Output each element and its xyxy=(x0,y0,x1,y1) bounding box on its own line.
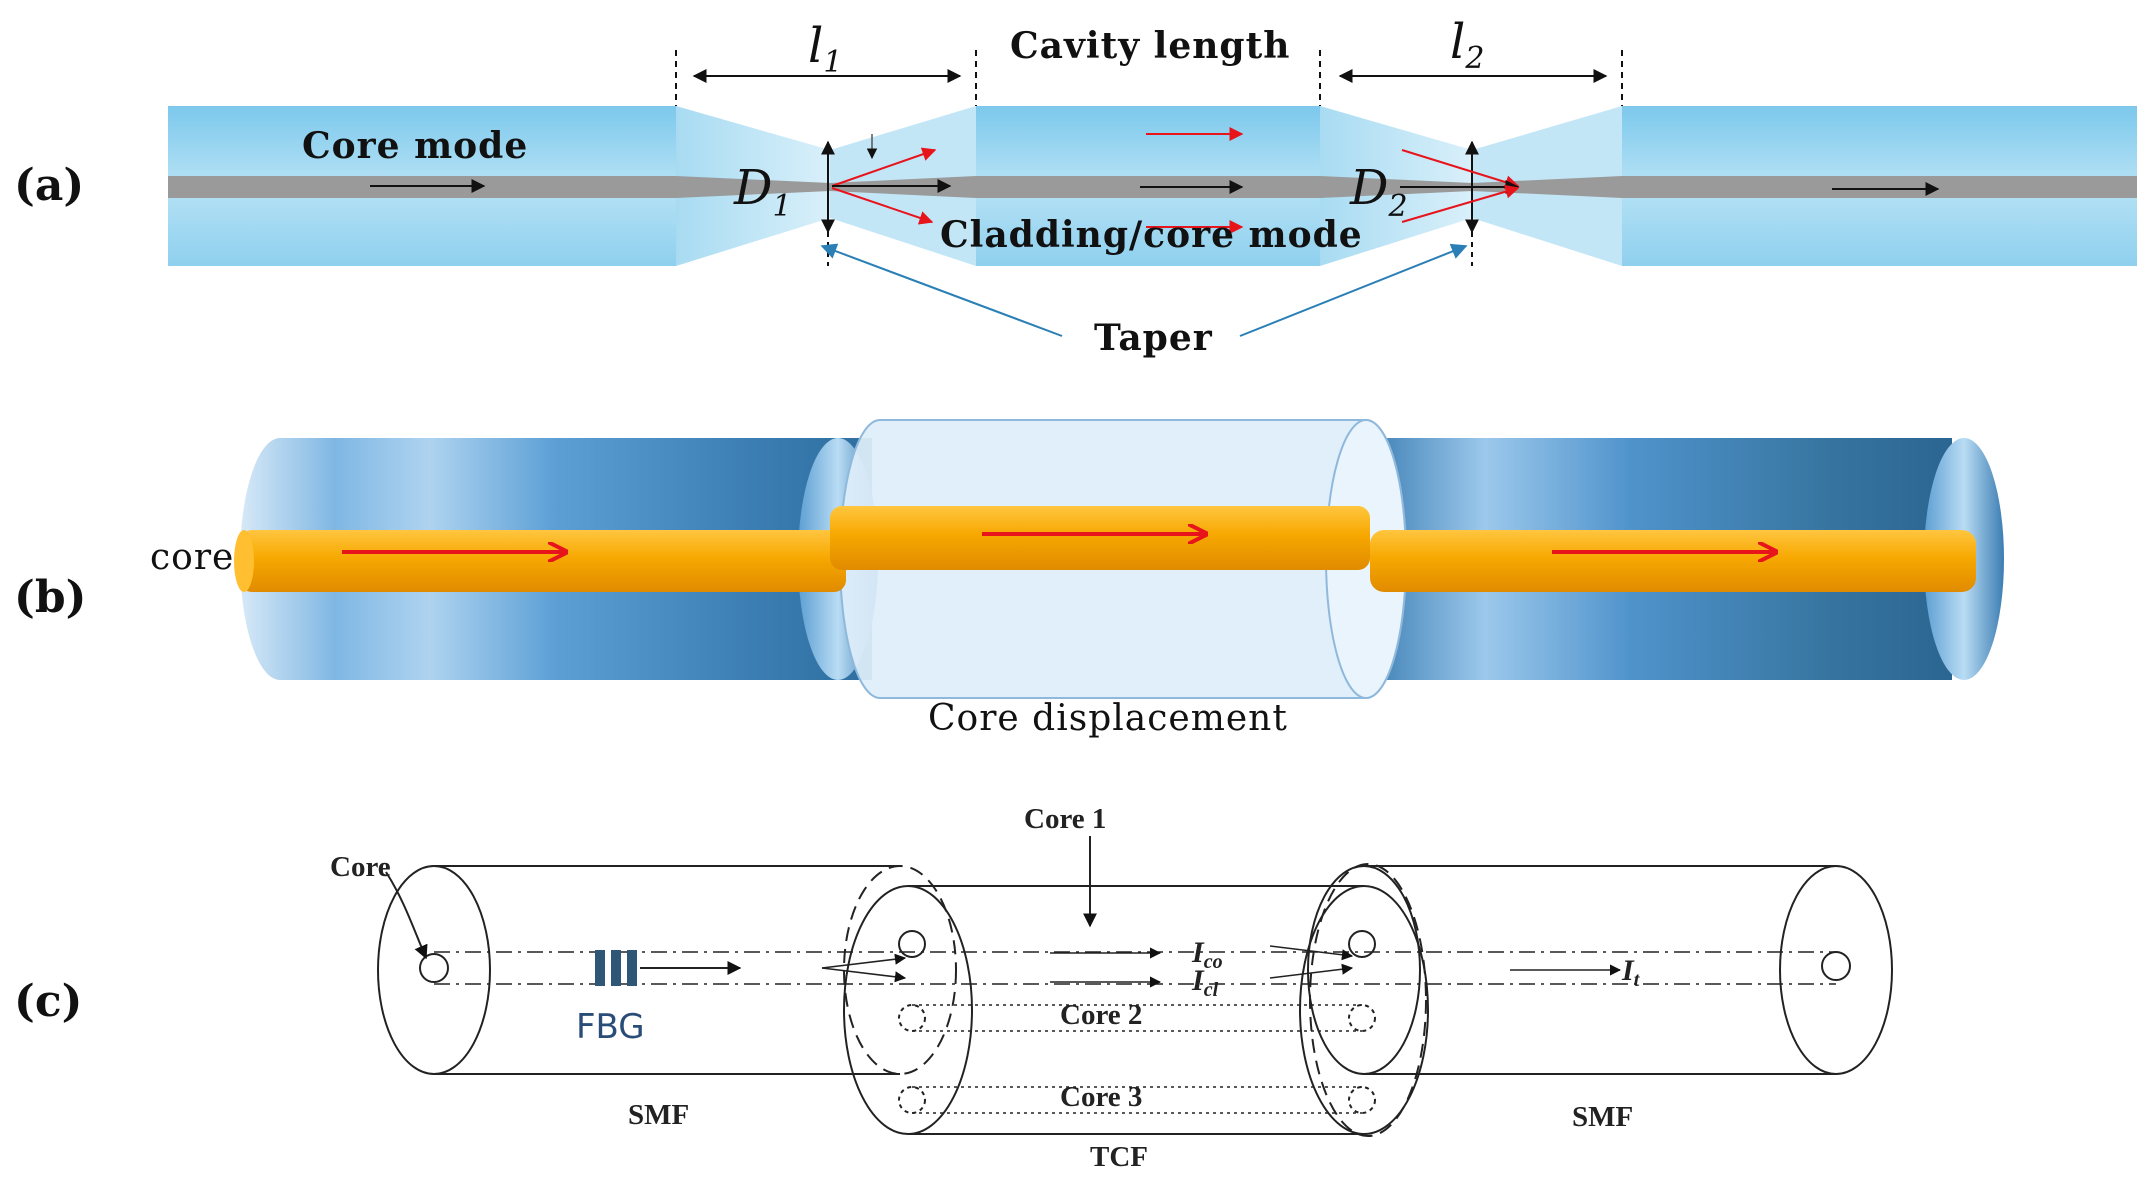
taper-label: Taper xyxy=(1094,317,1213,359)
fbg-bar-2 xyxy=(611,950,621,986)
taper-pointer-1 xyxy=(820,243,1063,337)
right-smf-front-face xyxy=(1307,865,1421,1075)
left-smf-back-face xyxy=(843,865,957,1075)
left-core xyxy=(240,530,846,592)
core-taper-2 xyxy=(1320,176,1472,198)
fbg-bar-1 xyxy=(595,950,605,986)
left-smf-core xyxy=(419,953,449,983)
right-smf-core xyxy=(1821,951,1851,981)
tcf-core-1-back xyxy=(1348,930,1376,958)
panel-c: (c) xyxy=(14,803,1893,1173)
panel-c-label: (c) xyxy=(14,976,82,1027)
smf-right-label: SMF xyxy=(1572,1101,1633,1133)
tcf-front-face xyxy=(843,885,973,1135)
tcf-label: TCF xyxy=(1090,1141,1148,1173)
core-right xyxy=(1622,176,2137,198)
tcf-core-3-back xyxy=(1348,1086,1376,1114)
beam-converge-top xyxy=(1401,149,1520,189)
core-label: core xyxy=(150,537,234,578)
panel-a-label: (a) xyxy=(14,160,84,211)
core3-label: Core 3 xyxy=(1060,1081,1142,1113)
split-arrow-down xyxy=(821,967,907,983)
core2-label: Core 2 xyxy=(1060,999,1142,1031)
core-taper-1 xyxy=(676,176,830,198)
tcf-core-2-front xyxy=(898,1004,926,1032)
panel-b: (b) core Core displacement xyxy=(14,419,2004,739)
fbg-label: FBG xyxy=(576,1007,645,1047)
core-label-c: Core xyxy=(330,851,391,883)
right-core xyxy=(1370,530,1976,592)
core1-label: Core 1 xyxy=(1024,803,1106,835)
panel-a: (a) l1 l2 Cavity length Core mode xyxy=(14,14,2137,359)
middle-core xyxy=(830,506,1370,570)
d1-label: D1 xyxy=(733,160,792,224)
fbg-bar-3 xyxy=(627,950,637,986)
tcf-core-3-front xyxy=(898,1086,926,1114)
taper-pointer-2 xyxy=(1239,243,1468,337)
merge-arrow-top xyxy=(1269,945,1354,961)
right-smf-back-face xyxy=(1779,865,1893,1075)
tcf-core-1-front xyxy=(898,930,926,958)
beam-up-1 xyxy=(831,147,937,187)
split-arrow-up xyxy=(821,953,907,969)
ico-label: Ico xyxy=(1191,936,1223,973)
core-pointer xyxy=(385,871,428,960)
merge-arrow-bottom xyxy=(1269,963,1354,979)
cladding-core-mode-label: Cladding/core mode xyxy=(940,214,1363,256)
smf-left-label: SMF xyxy=(628,1099,689,1131)
left-smf-front-face xyxy=(377,865,491,1075)
beam-down-1 xyxy=(831,187,934,225)
beam-converge-bottom xyxy=(1401,184,1520,223)
tcf-core-2-back xyxy=(1348,1004,1376,1032)
tcf-back-face xyxy=(1299,885,1429,1135)
left-core-end xyxy=(234,530,254,592)
l2-label: l2 xyxy=(1450,14,1484,76)
core-displacement-label: Core displacement xyxy=(928,698,1288,739)
panel-b-label: (b) xyxy=(14,572,86,623)
l1-label: l1 xyxy=(808,18,842,80)
d2-label: D2 xyxy=(1349,160,1408,224)
it-label: It xyxy=(1621,954,1641,991)
core-mode-label: Core mode xyxy=(302,125,528,167)
icl-label: Icl xyxy=(1191,964,1219,1001)
cavity-length-label: Cavity length xyxy=(1010,25,1290,67)
